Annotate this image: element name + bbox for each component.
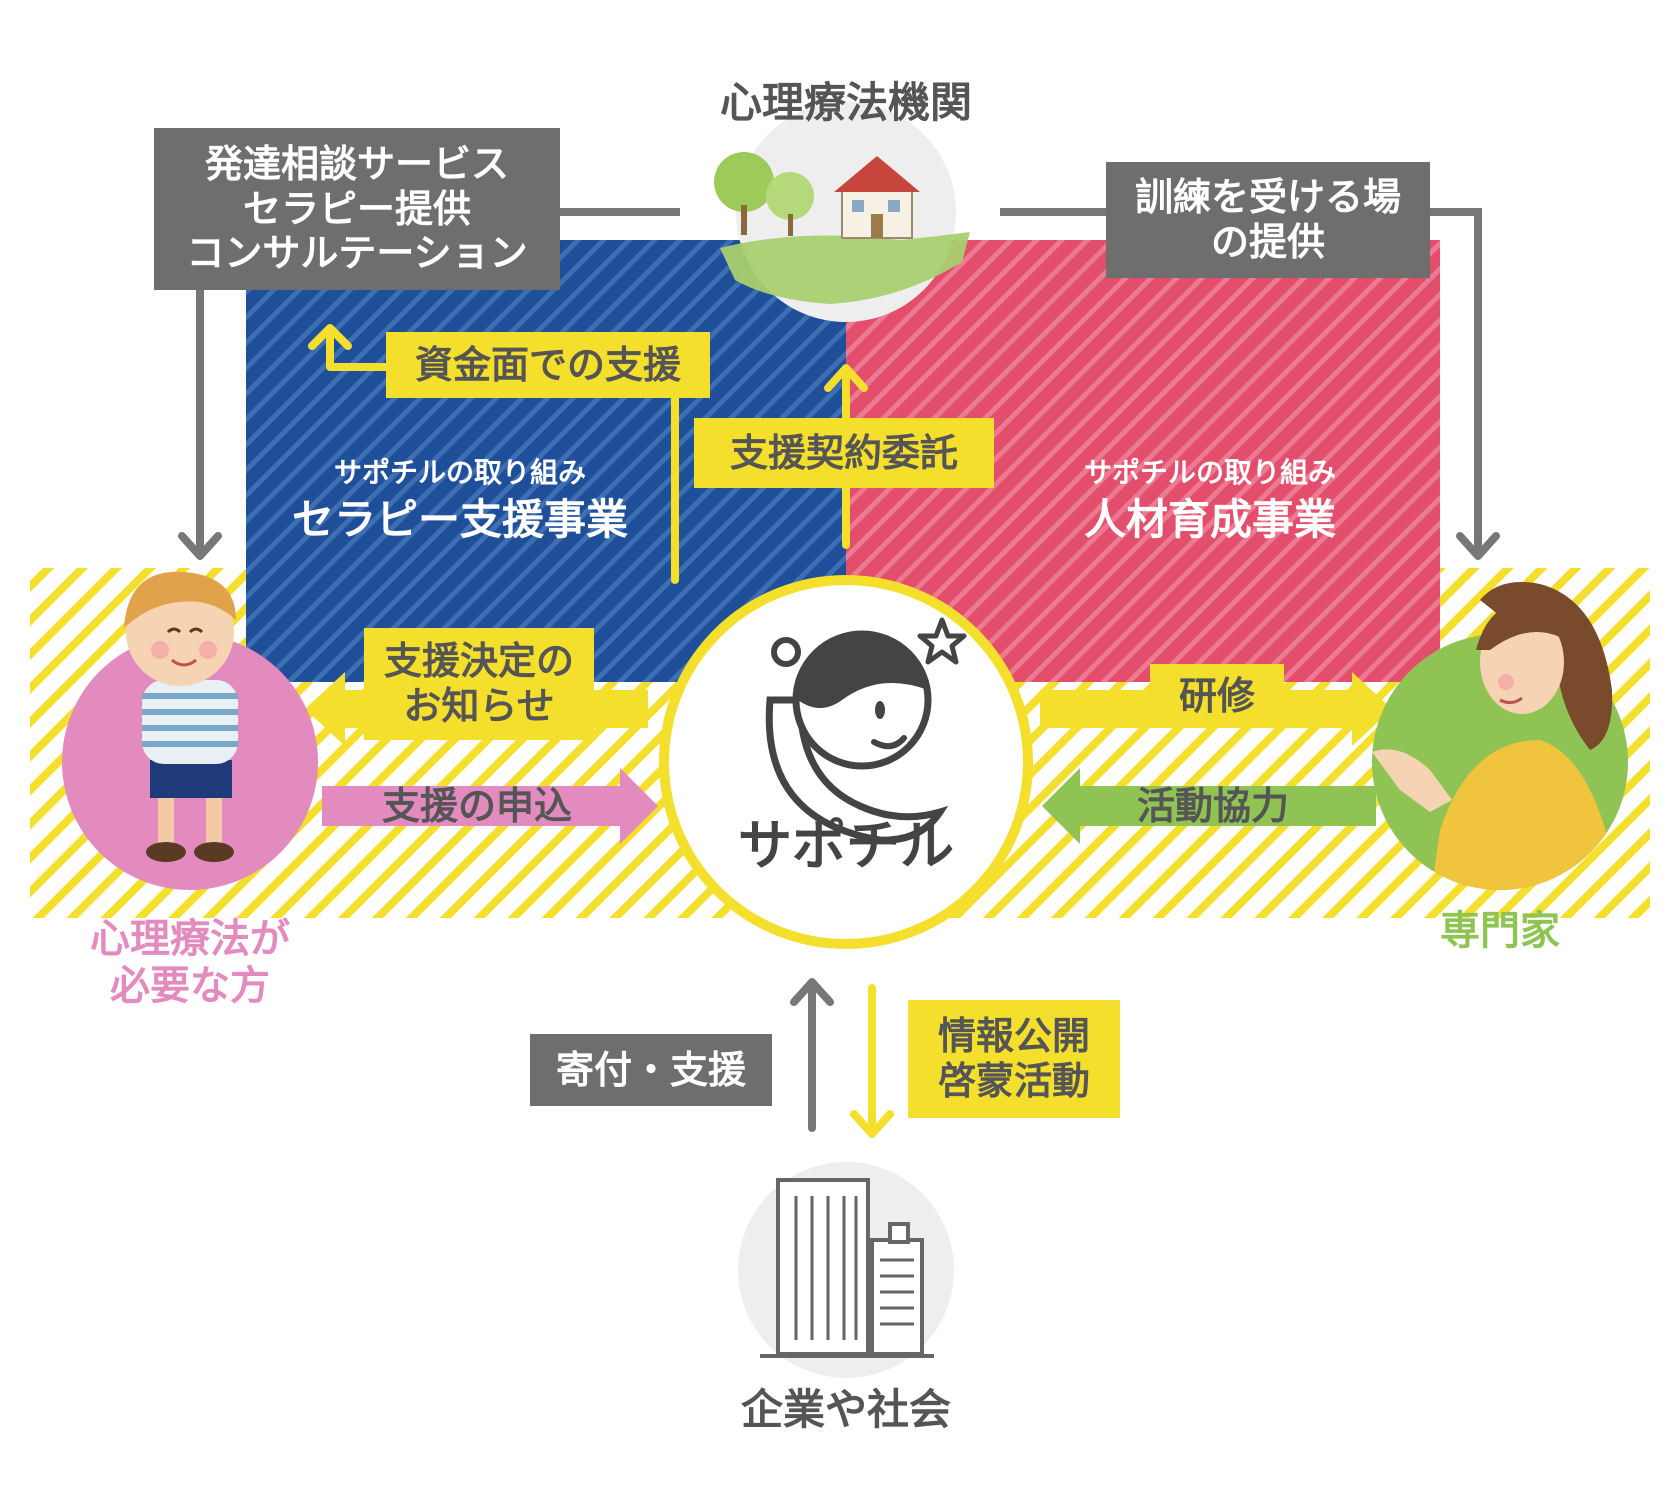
gray-arrowheads <box>178 532 1500 560</box>
services-line-2: セラピー提供 <box>242 186 471 231</box>
services-line-1: 発達相談サービス <box>204 141 509 186</box>
notice-line-2: お知らせ <box>403 684 555 728</box>
cooperation-label: 活動協力 <box>1136 783 1289 828</box>
services-box: 発達相談サービス セラピー提供 コンサルテーション <box>154 128 560 290</box>
info-line-1: 情報公開 <box>937 1014 1090 1059</box>
client-line-2: 必要な方 <box>110 963 270 1009</box>
info-line-2: 啓蒙活動 <box>937 1059 1090 1103</box>
cooperation-arrow <box>1042 768 1376 844</box>
right-program-subtitle: サポチルの取り組み <box>1083 455 1336 489</box>
services-line-3: コンサルテーション <box>186 231 528 276</box>
notice-line-1: 支援決定の <box>383 639 574 684</box>
training-box: 訓練を受ける場 の提供 <box>1106 162 1430 278</box>
training-box-line-2: の提供 <box>1210 220 1325 264</box>
center-name: サポチル <box>738 814 954 877</box>
right-program-title: 人材育成事業 <box>1083 494 1336 544</box>
top-node-title: 心理療法機関 <box>719 78 972 128</box>
left-program-block: サポチルの取り組み セラピー支援事業 <box>250 448 670 552</box>
notice-label: 支援決定の お知らせ <box>364 628 594 740</box>
info-label: 情報公開 啓蒙活動 <box>908 1000 1120 1118</box>
donation-label: 寄付・支援 <box>530 1034 772 1106</box>
house-with-trees-icon <box>714 102 970 322</box>
apply-arrow <box>322 768 658 844</box>
left-program-title: セラピー支援事業 <box>291 494 628 544</box>
gray-connectors <box>196 208 1482 552</box>
contract-label: 支援契約委託 <box>694 418 994 488</box>
sapochiru-mascot-logo <box>659 575 1033 949</box>
right-program-block: サポチルの取り組み 人材育成事業 <box>1000 448 1420 552</box>
apply-label: 支援の申込 <box>381 783 572 828</box>
client-node-title: 心理療法が 必要な方 <box>60 908 320 1018</box>
left-program-subtitle: サポチルの取り組み <box>333 455 586 489</box>
woman-illustration <box>1372 582 1628 890</box>
buildings-icon <box>738 1162 954 1378</box>
society-node-title: 企業や社会 <box>740 1385 951 1435</box>
expert-node-title: 専門家 <box>1440 908 1560 955</box>
bottom-arrows <box>790 978 894 1138</box>
funding-label: 資金面での支援 <box>386 332 710 398</box>
client-line-1: 心理療法が <box>90 915 290 962</box>
child-illustration <box>62 571 318 890</box>
training-box-line-1: 訓練を受ける場 <box>1134 175 1401 220</box>
training-label: 研修 <box>1150 664 1284 728</box>
